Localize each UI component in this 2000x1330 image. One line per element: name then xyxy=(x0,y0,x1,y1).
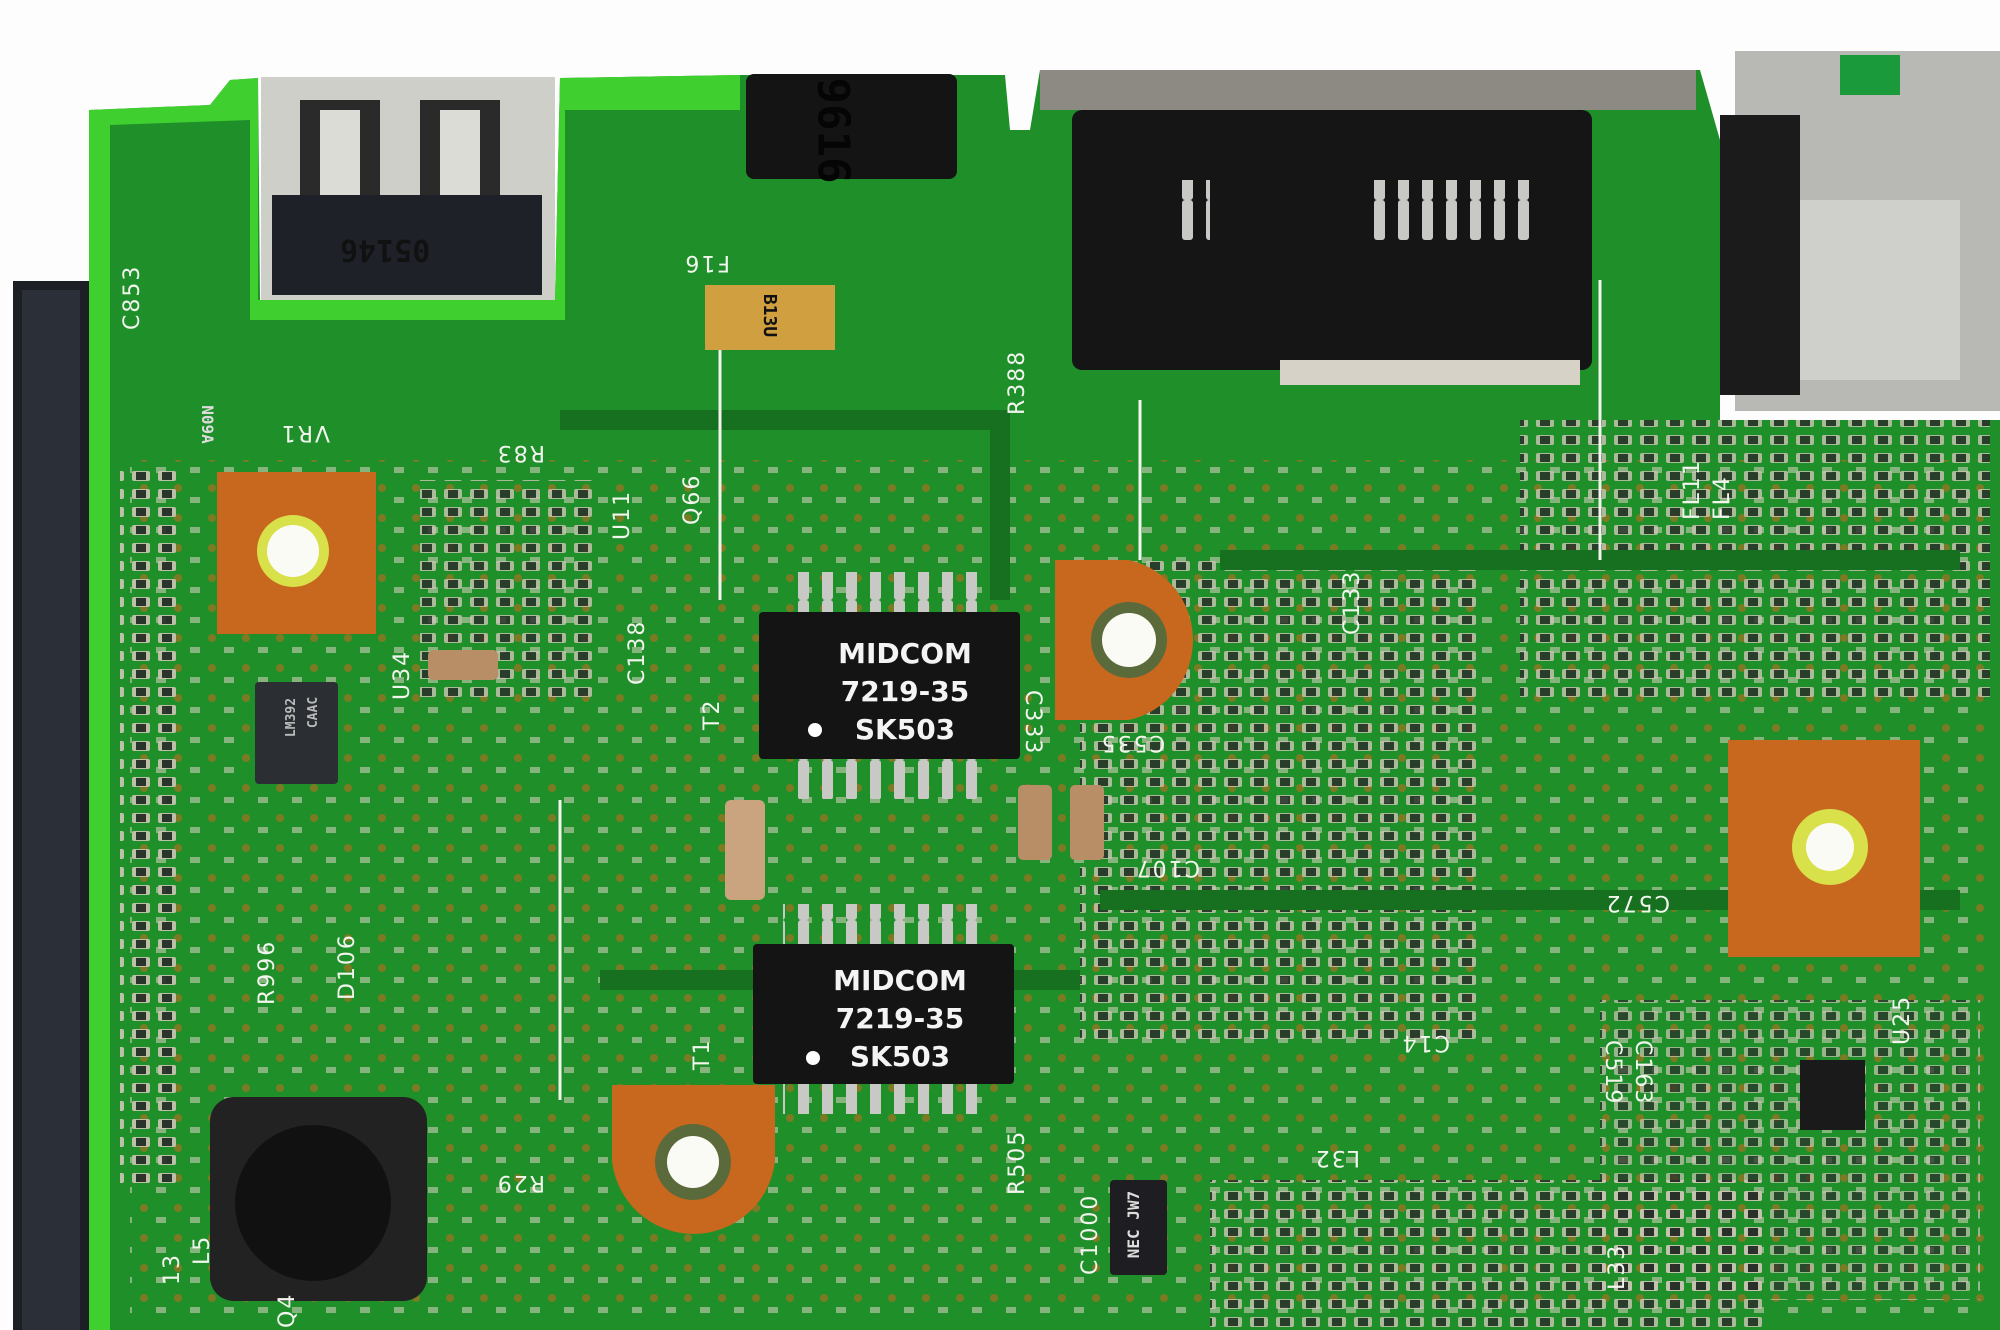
capacitor xyxy=(428,650,498,680)
silk-label: Q4 xyxy=(275,1292,300,1328)
transformer-part-number: 7219-35 xyxy=(835,1002,965,1035)
ic-chip xyxy=(1800,1060,1865,1130)
transformer-code: SK503 xyxy=(849,1040,951,1073)
silk-label: L5 xyxy=(190,1234,215,1265)
silk-label: F16 xyxy=(683,250,730,275)
silk-label: VR1 xyxy=(279,420,330,445)
silk-label: C14 xyxy=(1400,1030,1450,1055)
transformer-t2-marking: MIDCOM 7219-35 SK503 xyxy=(800,635,1010,749)
usb-marking: 05146 xyxy=(340,232,431,267)
capacitor xyxy=(1018,785,1052,860)
mounting-hole xyxy=(1728,740,1920,957)
transformer-t1-marking: MIDCOM 7219-35 SK503 xyxy=(795,962,1005,1076)
power-inductor-top xyxy=(746,74,957,179)
mounting-hole xyxy=(217,472,376,634)
capacitor xyxy=(1070,785,1104,860)
silk-label: C853 xyxy=(120,264,145,330)
silk-label: T1 xyxy=(690,1038,715,1070)
silk-label: FL11 xyxy=(1680,459,1705,520)
opamp-chip xyxy=(255,682,338,784)
silk-label: L32 xyxy=(1313,1145,1360,1170)
silk-label: C333 xyxy=(1020,690,1045,756)
transformer-t1 xyxy=(753,944,1014,1084)
power-inductor-l5 xyxy=(210,1097,427,1301)
silk-label: D106 xyxy=(335,933,360,1000)
silk-label: U34 xyxy=(390,649,415,700)
inductor-marking: 9616 xyxy=(807,77,859,184)
nec-capacitor xyxy=(1110,1180,1167,1275)
silk-label: C519 xyxy=(1600,1040,1625,1106)
silk-label: R505 xyxy=(1005,1129,1030,1195)
silk-label: FL4 xyxy=(1710,475,1735,520)
regulator-marking: N09A xyxy=(197,405,217,444)
transformer-brand: MIDCOM xyxy=(838,637,972,670)
transformer-t2 xyxy=(759,612,1020,759)
usb-connector xyxy=(261,77,555,300)
silk-label: C572 xyxy=(1604,890,1670,915)
silk-label: Q66 xyxy=(680,473,705,525)
silk-label: C133 xyxy=(1340,569,1365,635)
transformer-brand: MIDCOM xyxy=(833,964,967,997)
card-connector xyxy=(1040,70,1696,385)
mounting-hole xyxy=(1055,560,1193,720)
silk-label: R29 xyxy=(495,1170,545,1195)
silk-label: L33 xyxy=(1605,1243,1630,1290)
silk-label: U11 xyxy=(610,489,635,540)
capacitor-marking: NEC JW7 xyxy=(1124,1190,1144,1259)
silk-label: C1000 xyxy=(1078,1193,1103,1275)
silk-label: 13 xyxy=(160,1253,185,1285)
silk-label: R388 xyxy=(1005,349,1030,415)
metal-bracket xyxy=(1720,51,2000,411)
fuse xyxy=(705,285,835,350)
silk-label: C535 xyxy=(1099,730,1165,755)
opamp-logo-marking: CAAC xyxy=(306,696,322,729)
silk-label: T2 xyxy=(700,698,725,730)
opamp-marking: LM392 xyxy=(284,697,300,738)
silk-label: R83 xyxy=(495,440,545,465)
silk-label: C163 xyxy=(1630,1040,1655,1106)
capacitor xyxy=(725,800,765,900)
silk-label: C107 xyxy=(1134,855,1200,880)
silk-label: U25 xyxy=(1890,994,1915,1045)
transformer-code: SK503 xyxy=(854,713,956,746)
fuse-marking: B13U xyxy=(759,293,781,338)
mounting-hole xyxy=(612,1085,775,1234)
transformer-part-number: 7219-35 xyxy=(840,675,970,708)
silk-label: R996 xyxy=(255,939,280,1005)
silk-label: C138 xyxy=(625,619,650,685)
